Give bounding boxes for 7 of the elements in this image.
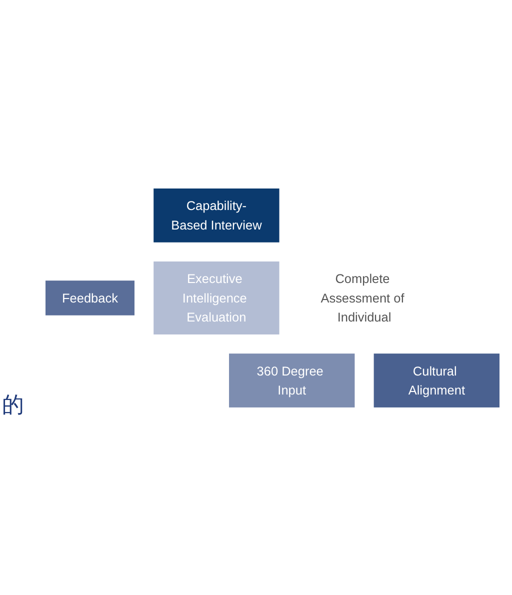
node-box: 360 Degree Input: [227, 351, 356, 409]
node-text: Complete Assessment of Individual: [320, 271, 404, 324]
node-box: Executive Intelligence Evaluation: [152, 259, 282, 336]
node-box: Feedback: [44, 278, 136, 317]
node-box: Cultural Alignment: [372, 351, 502, 409]
node-box: Capability-Based Interview: [152, 186, 282, 244]
text-fragment: 的: [2, 391, 24, 419]
